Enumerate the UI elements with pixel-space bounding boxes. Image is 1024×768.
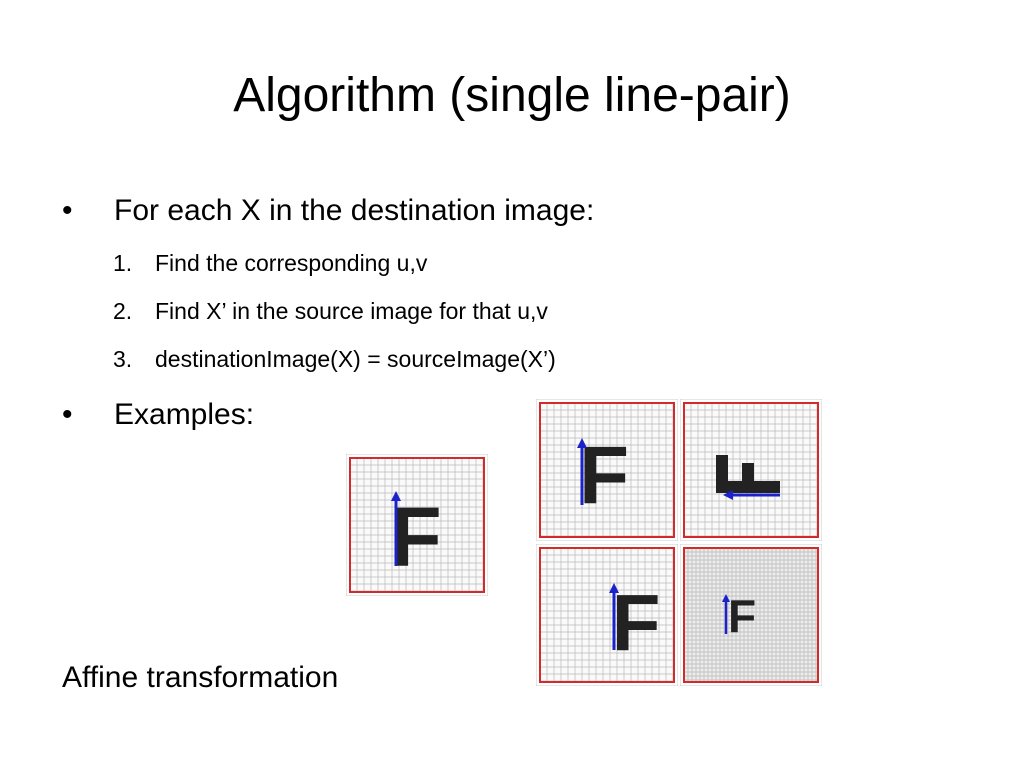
bullet-marker: • [62,194,73,227]
step-item: 2. Find X’ in the source image for that u… [113,297,548,325]
caption-affine: Affine transformation [62,661,339,694]
example-image-rotated [680,399,822,541]
svg-text:F: F [612,578,661,667]
grid-image [680,399,822,541]
svg-text:F: F [579,430,629,521]
grid-image: F [346,454,488,596]
example-image-translated: F [536,544,678,686]
example-image-scaled: F [680,544,822,686]
step-item: 3. destinationImage(X) = sourceImage(X’) [113,345,556,373]
svg-text:F: F [390,490,441,584]
slide-title: Algorithm (single line-pair) [233,69,791,122]
step-number: 2. [113,298,133,324]
grid-image: F [536,544,678,686]
step-text: destinationImage(X) = sourceImage(X’) [155,346,556,372]
example-image-original: F [536,399,678,541]
bullet-text: Examples: [114,398,255,431]
step-number: 3. [113,346,133,372]
step-number: 1. [113,250,133,276]
grid-image: F [536,399,678,541]
source-image-thumbnail: F [346,454,488,596]
bullet-text: For each X in the destination image: [114,194,595,227]
grid-image: F [680,544,822,686]
svg-text:F: F [728,590,756,642]
bullet-marker: • [62,398,73,431]
step-text: Find the corresponding u,v [155,250,428,276]
step-item: 1. Find the corresponding u,v [113,249,427,277]
step-text: Find X’ in the source image for that u,v [155,298,548,324]
